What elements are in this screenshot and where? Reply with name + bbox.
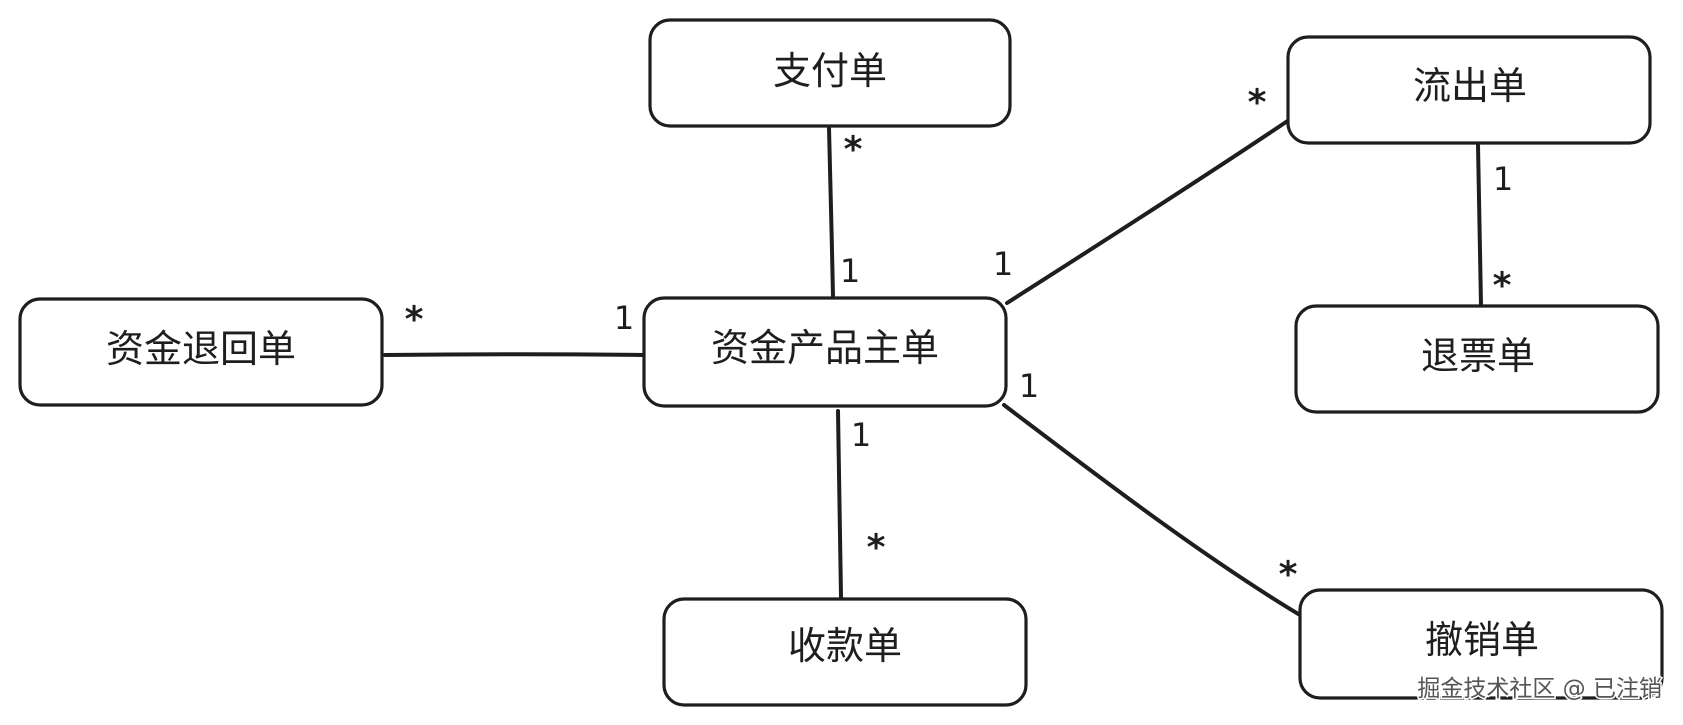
- edge-main-to-fund-refund: [383, 352, 645, 357]
- mult-outflow-main-one: 1: [993, 245, 1013, 283]
- edge-main-to-receipt: [836, 409, 843, 599]
- mult-cancel-many: *: [1279, 555, 1298, 596]
- edge-outflow-to-ticket-refund: [1476, 143, 1483, 307]
- multiplicities: * 1 * 1 * 1 1 * 1 * 1 *: [405, 83, 1514, 596]
- mult-outflow-one: 1: [1493, 160, 1513, 198]
- mult-payment-main-one: 1: [840, 252, 860, 290]
- edge-main-to-payment: [827, 126, 835, 298]
- mult-fund-refund-main-one: 1: [614, 299, 634, 337]
- node-label: 支付单: [773, 49, 887, 93]
- node-fund-refund[interactable]: 资金退回单: [18, 297, 384, 407]
- mult-outflow-many: *: [1248, 83, 1267, 124]
- node-label: 资金退回单: [106, 327, 296, 371]
- node-ticket-refund[interactable]: 退票单: [1294, 304, 1660, 414]
- mult-receipt-many: *: [867, 528, 886, 569]
- edge-main-to-cancel: [1002, 403, 1302, 617]
- node-cancel[interactable]: 撤销单: [1298, 588, 1664, 700]
- node-outflow[interactable]: 流出单: [1286, 35, 1652, 145]
- node-receipt[interactable]: 收款单: [662, 597, 1028, 707]
- mult-fund-refund-many: *: [405, 300, 424, 341]
- mult-payment-many: *: [844, 130, 863, 171]
- node-main-order[interactable]: 资金产品主单: [642, 296, 1008, 408]
- node-payment[interactable]: 支付单: [648, 18, 1012, 128]
- watermark-text: 掘金技术社区 @ 已注销: [1417, 676, 1662, 702]
- mult-cancel-main-one: 1: [1019, 367, 1039, 405]
- node-label: 流出单: [1413, 64, 1527, 108]
- node-label: 资金产品主单: [711, 326, 939, 370]
- edge-main-to-outflow: [1005, 118, 1291, 305]
- node-label: 收款单: [788, 624, 902, 668]
- node-label: 退票单: [1421, 334, 1535, 378]
- edges: [383, 118, 1483, 617]
- mult-ticket-refund-many: *: [1493, 266, 1512, 307]
- node-label: 撤销单: [1425, 618, 1539, 662]
- mult-receipt-main-one: 1: [851, 416, 871, 454]
